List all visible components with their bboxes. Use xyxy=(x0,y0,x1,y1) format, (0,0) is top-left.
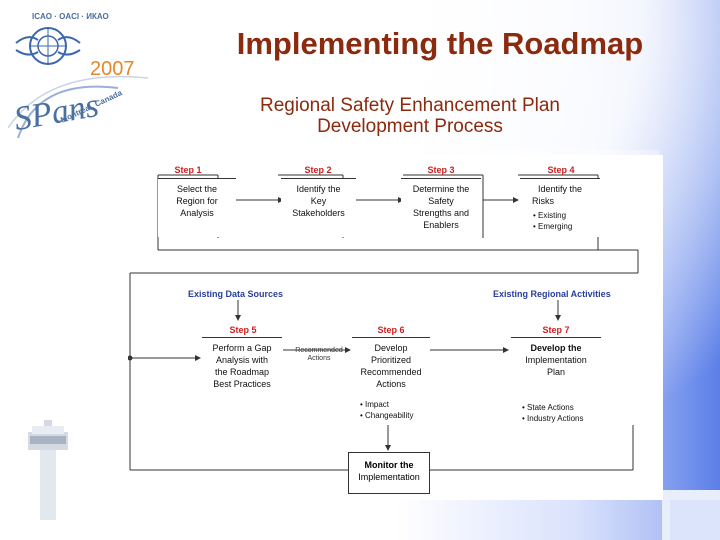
step-7-text-line: Plan xyxy=(546,367,565,377)
step-1-text-line: Select the xyxy=(176,184,218,194)
step-7-label: Step 7 xyxy=(542,325,570,335)
icao-spans-logo: ICAO · OACI · ИКАО 2007 SPans Montréal, … xyxy=(7,8,158,148)
step-4-label: Step 4 xyxy=(547,165,575,175)
step-1-text-line: Region for xyxy=(176,196,218,206)
step-3-text-line: Determine the xyxy=(412,184,470,194)
monitor-line: Implementation xyxy=(358,472,420,482)
step-1-label: Step 1 xyxy=(174,165,202,175)
step-4-bullets: • Existing • Emerging xyxy=(533,210,572,232)
bullet-item: • Emerging xyxy=(533,222,573,231)
step-6-text-line: Develop xyxy=(374,343,408,353)
step-6-bullets: • Impact • Changeability xyxy=(360,399,414,421)
step-2-text-line: Identify the xyxy=(296,184,341,194)
bullet-item: • Existing xyxy=(533,211,567,220)
bullet-item: • Changeability xyxy=(360,411,414,420)
step-4-text-line: Identify the xyxy=(537,184,583,194)
step-3-label: Step 3 xyxy=(427,165,455,175)
step-1-box: Select the Region for Analysis xyxy=(158,178,236,237)
step-6-box: Develop Prioritized Recommended Actions xyxy=(352,337,430,398)
process-diagram: Step 1 Select the Region for Analysis St… xyxy=(128,155,663,500)
step-4-text-line: Risks xyxy=(532,196,554,206)
icao-emblem-icon xyxy=(7,27,149,139)
step-5-box: Perform a Gap Analysis with the Roadmap … xyxy=(202,337,282,398)
step-2-box: Identify the Key Stakeholders xyxy=(281,178,356,237)
subtitle-line-2: Development Process xyxy=(317,116,503,137)
icao-org-text: ICAO · OACI · ИКАО xyxy=(32,12,109,21)
step-6-text-line: Prioritized xyxy=(370,355,411,365)
step-2-label: Step 2 xyxy=(304,165,332,175)
step-4-box: Identify the Risks xyxy=(520,178,600,237)
subtitle-line-1: Regional Safety Enhancement Plan xyxy=(260,95,560,116)
note-line: Actions xyxy=(307,355,331,362)
event-year: 2007 xyxy=(90,58,135,80)
step-2-text-line: Key xyxy=(310,196,327,206)
step-7-box: Develop the Implementation Plan xyxy=(511,337,601,398)
step-3-box: Determine the Safety Strengths and Enabl… xyxy=(401,178,481,237)
note-line: Recommended xyxy=(295,347,343,354)
step-5-text-line: the Roadmap xyxy=(214,367,270,377)
step-3-text-line: Safety xyxy=(428,196,454,206)
step-7-text-line: Develop the xyxy=(530,343,582,353)
page-title: Implementing the Roadmap xyxy=(236,26,644,61)
step-5-text-line: Perform a Gap xyxy=(212,343,272,353)
existing-data-sources-label: Existing Data Sources xyxy=(188,289,284,299)
step-5-text-line: Analysis with xyxy=(215,355,269,365)
monitor-implementation-box: Monitor the Implementation xyxy=(348,452,430,494)
bullet-item: • Impact xyxy=(360,400,390,409)
step-3-text-line: Enablers xyxy=(423,220,459,230)
existing-regional-activities-label: Existing Regional Activities xyxy=(493,289,611,299)
bullet-item: • State Actions xyxy=(522,403,574,412)
step-7-bullets: • State Actions • Industry Actions xyxy=(522,402,584,424)
step-1-text-line: Analysis xyxy=(180,208,214,218)
page-subtitle: Regional Safety Enhancement Plan Develop… xyxy=(180,95,640,137)
step-6-text-line: Actions xyxy=(376,379,406,389)
recommended-actions-note: Recommended Actions xyxy=(288,347,350,363)
step-6-text-line: Recommended xyxy=(360,367,422,377)
step-7-text-line: Implementation xyxy=(525,355,587,365)
step-2-text-line: Stakeholders xyxy=(292,208,345,218)
step-6-label: Step 6 xyxy=(377,325,405,335)
step-5-text-line: Best Practices xyxy=(213,379,271,389)
step-5-label: Step 5 xyxy=(229,325,257,335)
monitor-line: Monitor the xyxy=(364,460,414,470)
control-tower-icon xyxy=(28,420,68,520)
step-3-text-line: Strengths and xyxy=(412,208,470,218)
bullet-item: • Industry Actions xyxy=(522,414,584,423)
